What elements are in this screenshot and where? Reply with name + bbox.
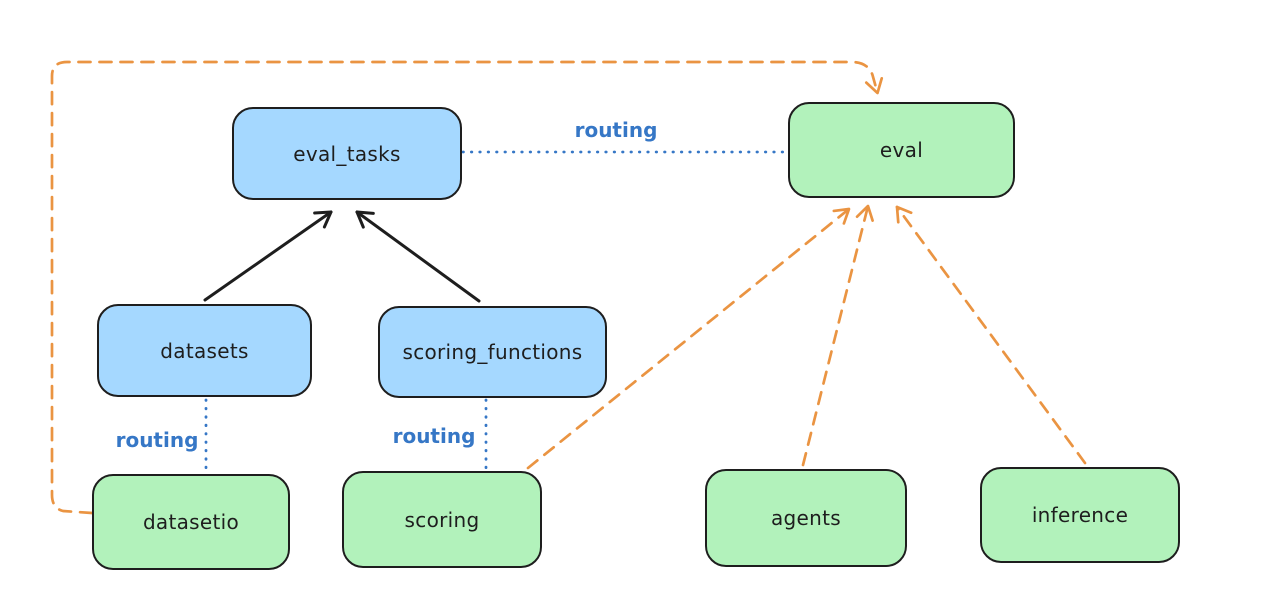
node-datasets: datasets [97,304,312,397]
edge-scoring-functions-to-eval-tasks [355,210,481,303]
node-eval-tasks: eval_tasks [232,107,462,200]
node-datasets-label: datasets [160,338,249,363]
node-scoring-functions-label: scoring_functions [402,340,583,364]
edge-datasets-to-eval-tasks [203,210,333,302]
edge-scoring-to-eval [526,207,851,470]
edge-agents-to-eval [801,204,874,467]
edge-datasetio-to-eval [50,60,884,515]
edge-inference-to-eval [895,205,1087,465]
node-inference: inference [980,467,1180,563]
node-eval-tasks-label: eval_tasks [293,141,401,166]
node-agents-label: agents [771,506,841,530]
node-scoring-functions: scoring_functions [378,306,607,398]
node-scoring-label: scoring [404,507,480,532]
edge-label-routing-left: routing [116,428,199,452]
node-scoring: scoring [342,471,542,568]
node-datasetio-label: datasetio [142,510,240,534]
node-agents: agents [705,469,907,567]
edge-label-routing-top: routing [575,118,658,142]
node-inference-label: inference [1031,503,1129,527]
node-eval: eval [788,102,1015,198]
node-datasetio: datasetio [92,474,290,570]
node-eval-label: eval [879,138,924,162]
edge-label-routing-middle: routing [393,424,476,448]
